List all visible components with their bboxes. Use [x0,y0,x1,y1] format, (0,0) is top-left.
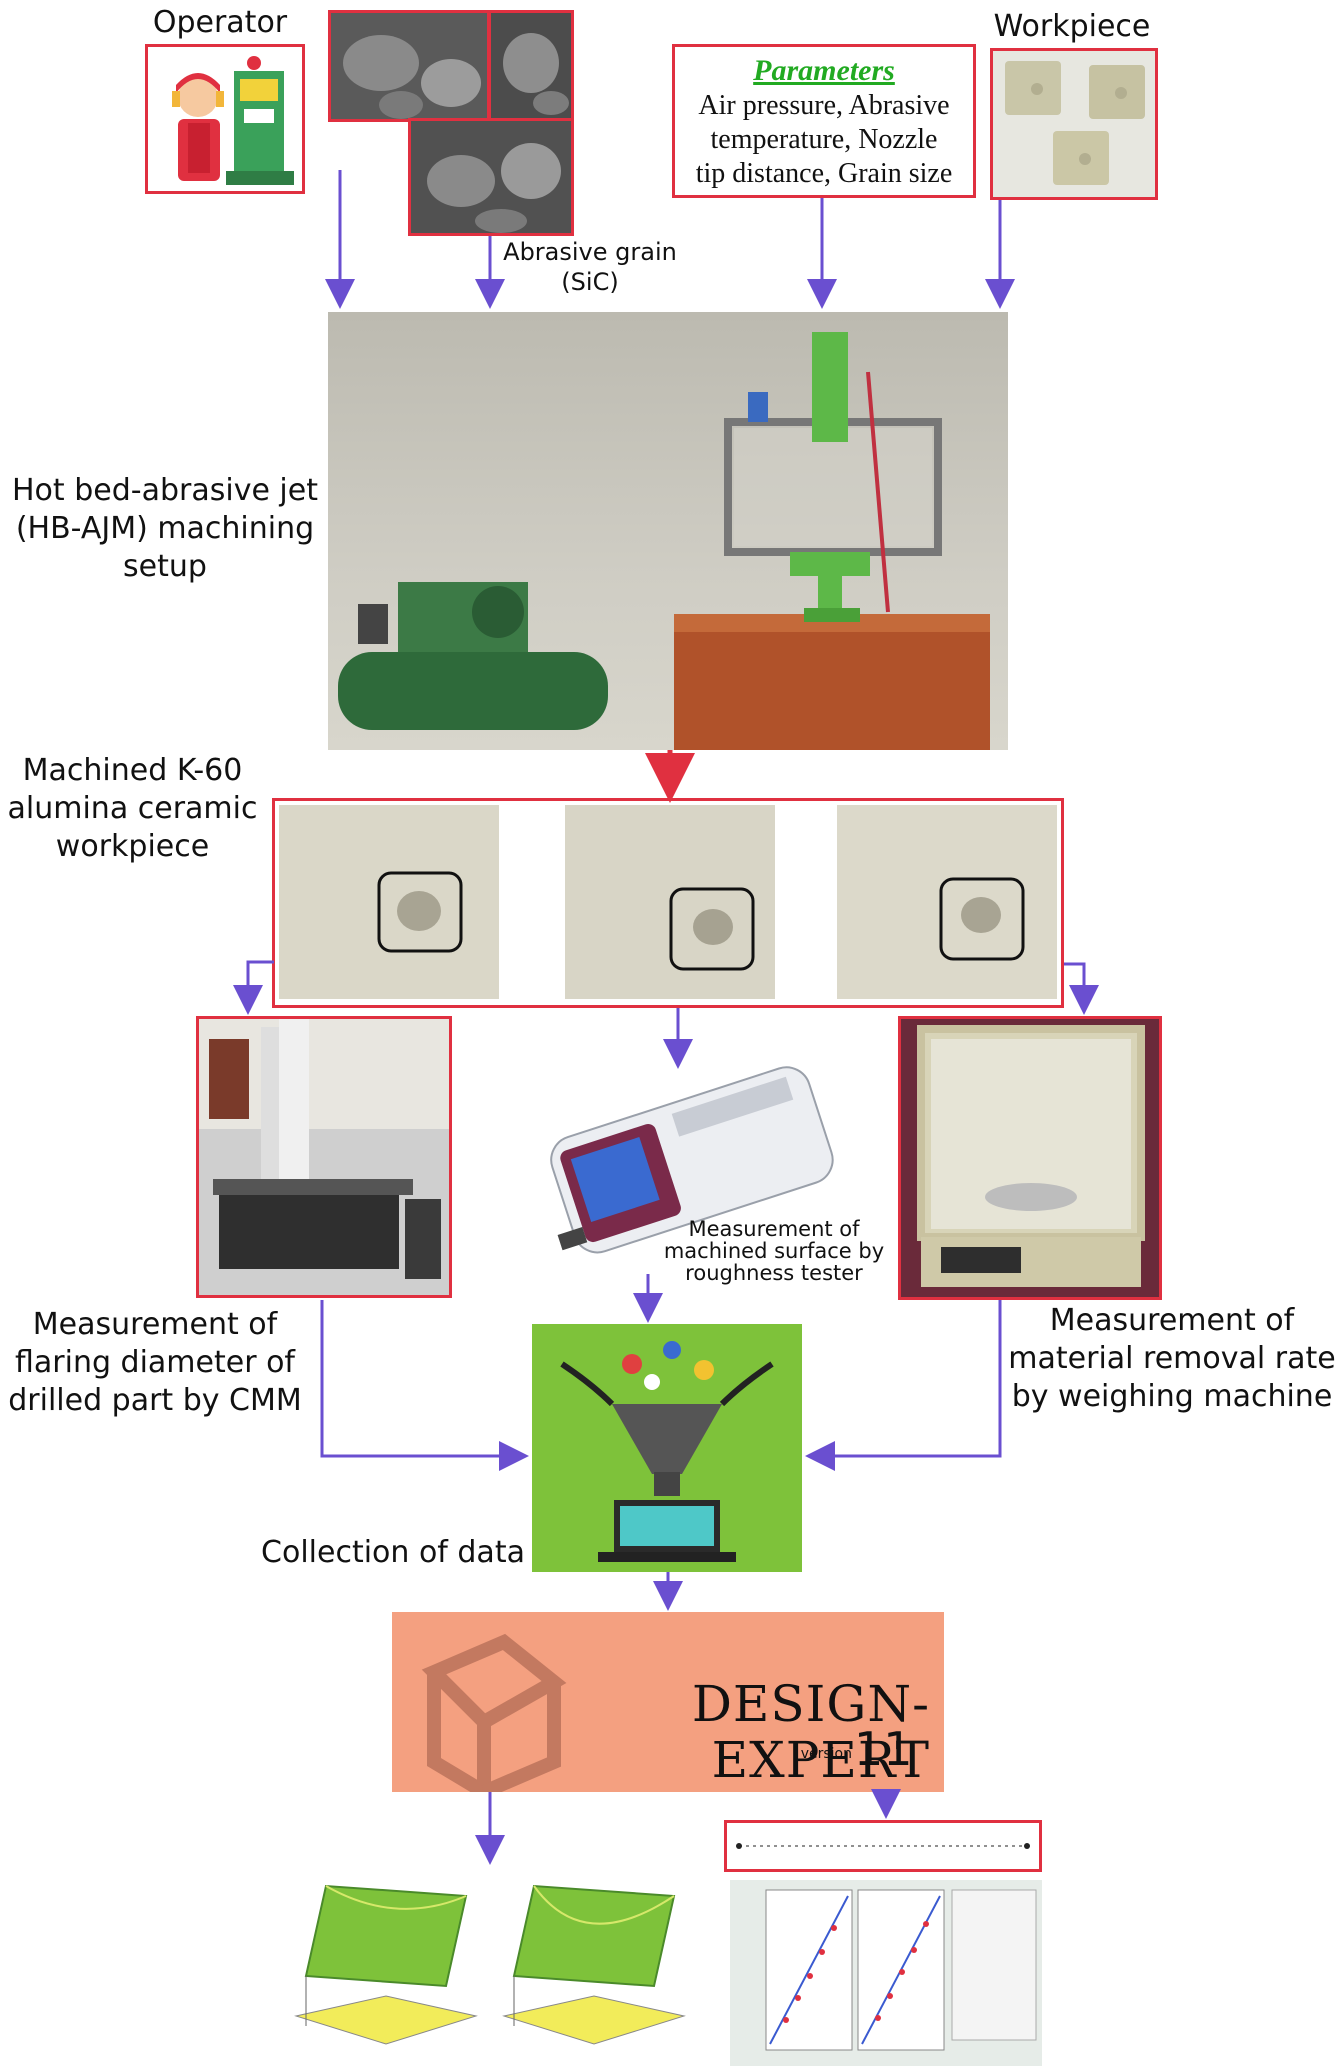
design-expert-cube-logo [421,1633,567,1792]
mrr-label: Measurement of material removal rate by … [1002,1302,1342,1416]
collection-label: Collection of data [261,1535,525,1570]
operator-image [145,44,305,194]
arrow-operator-to-setup [338,170,342,290]
setup-label-line3: setup [123,549,207,584]
parameters-line-1: Air pressure, Abrasive [698,90,950,121]
operator-label: Operator [152,5,288,40]
cmm-label-line3: drilled part by CMM [8,1383,302,1418]
cmm-label: Measurement of flaring diameter of drill… [0,1306,310,1420]
response-surface-plot-1 [286,1866,486,2066]
parameters-title: Parameters [753,54,895,87]
sem-image-3 [408,118,574,236]
machined-workpiece-box [272,798,1064,1008]
cmm-label-line1: Measurement of [32,1307,278,1342]
design-expert-banner: DESIGN-EXPERT version 11 [392,1612,944,1792]
design-expert-title: DESIGN-EXPERT [691,1675,930,1789]
cmm-label-line2: flaring diameter of [15,1345,295,1380]
weighing-machine-photo [898,1016,1162,1300]
mrr-label-line3: by weighing machine [1011,1379,1333,1414]
abrasive-grain-label-line1: Abrasive grain [503,238,677,266]
regression-equation [736,1843,1030,1849]
parameters-line-3: tip distance, Grain size [695,158,953,189]
roughness-tester-photo [526,1040,856,1274]
setup-label: Hot bed-abrasive jet (HB-AJM) machining … [0,472,330,586]
setup-label-line1: Hot bed-abrasive jet [12,473,318,508]
operator-illustration [172,56,294,185]
design-expert-version-word: version [800,1746,852,1762]
abrasive-grain-label-line2: (SiC) [561,268,619,296]
setup-label-line2: (HB-AJM) machining [15,511,315,546]
response-surface-plot-2 [494,1866,694,2066]
design-expert-version-number: 11 [854,1722,913,1776]
mrr-label-line2: material removal rate [1008,1341,1336,1376]
cmm-photo [196,1016,452,1298]
parameters-line-2: temperature, Nozzle [710,124,938,155]
sem-image-2 [488,10,574,122]
machined-sample-2 [565,805,775,999]
hb-ajm-setup-photo [328,312,1008,750]
machined-label-line3: workpiece [55,829,210,864]
data-collection-panel [532,1324,802,1572]
regression-equation-box [724,1820,1042,1872]
machined-label-line1: Machined K-60 [22,753,243,788]
machined-label-line2: alumina ceramic [7,791,258,826]
parameters-box: Parameters Air pressure, Abrasive temper… [672,44,976,198]
sem-image-1 [328,10,490,122]
abrasive-grain-label: Abrasive grain (SiC) [490,237,690,297]
roughness-label-line3: roughness tester [685,1261,863,1285]
machined-label: Machined K-60 alumina ceramic workpiece [0,752,265,866]
machined-sample-3 [837,805,1057,999]
roughness-label: Measurement of machined surface by rough… [644,1218,904,1284]
workpiece-label: Workpiece [993,9,1151,44]
workpiece-image [990,48,1158,200]
roughness-label-line2: machined surface by [663,1239,885,1263]
normality-plots-panel [730,1880,1042,2066]
machined-sample-1 [279,805,499,999]
roughness-label-line1: Measurement of [688,1217,860,1241]
mrr-label-line1: Measurement of [1049,1303,1295,1338]
